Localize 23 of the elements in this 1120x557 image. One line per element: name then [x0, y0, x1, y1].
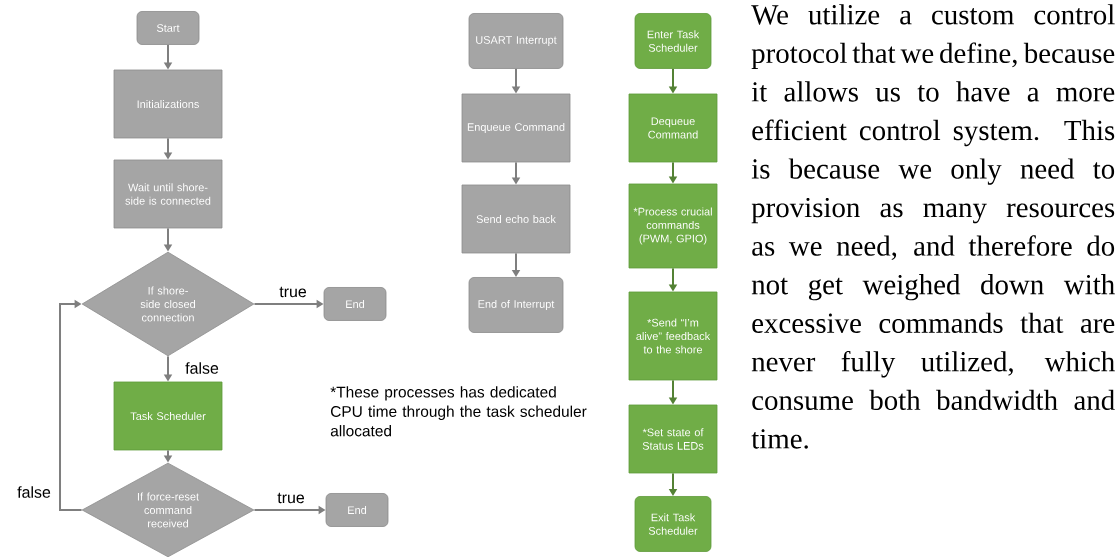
process-box: Wait until shore-side is connected — [113, 159, 223, 229]
end-box: End — [323, 287, 387, 321]
edge-label: true — [276, 491, 306, 505]
paragraph: We utilize a custom control protocol that we define, because it allows us to have a more efficient control system. This is because we only need to provision as many resources as we need, and therefore do not get weighed down with excessive commands that are never fully utilized, which consume both bandwidth and time. — [751, 4, 1115, 449]
end-box: End of Interrupt — [468, 277, 564, 333]
start-box: Start — [136, 11, 200, 45]
process-box: Send echo back — [461, 184, 571, 254]
arrow — [59, 299, 83, 511]
end-box: End — [325, 493, 389, 527]
edge-label: true — [278, 285, 308, 299]
process-box: *Set state of Status LEDs — [628, 404, 718, 474]
process-box: *Send “I’m alive” feedback to the shore — [628, 291, 718, 381]
process-box: Dequeue Command — [628, 93, 718, 163]
edge-label: false — [184, 361, 220, 375]
edge-label: false — [16, 485, 52, 499]
start-box: USART Interrupt — [468, 13, 564, 69]
process-box: Initializations — [113, 69, 223, 139]
note: *These processes has dedicated CPU time through the task scheduler allocated — [330, 386, 587, 437]
process-box: *Process crucial commands (PWM, GPIO) — [628, 183, 718, 269]
process-box: Enqueue Command — [461, 93, 571, 163]
end-box: Exit Task Scheduler — [634, 496, 712, 552]
start-box: Enter Task Scheduler — [634, 13, 712, 69]
process-box: Task Scheduler — [113, 381, 223, 451]
